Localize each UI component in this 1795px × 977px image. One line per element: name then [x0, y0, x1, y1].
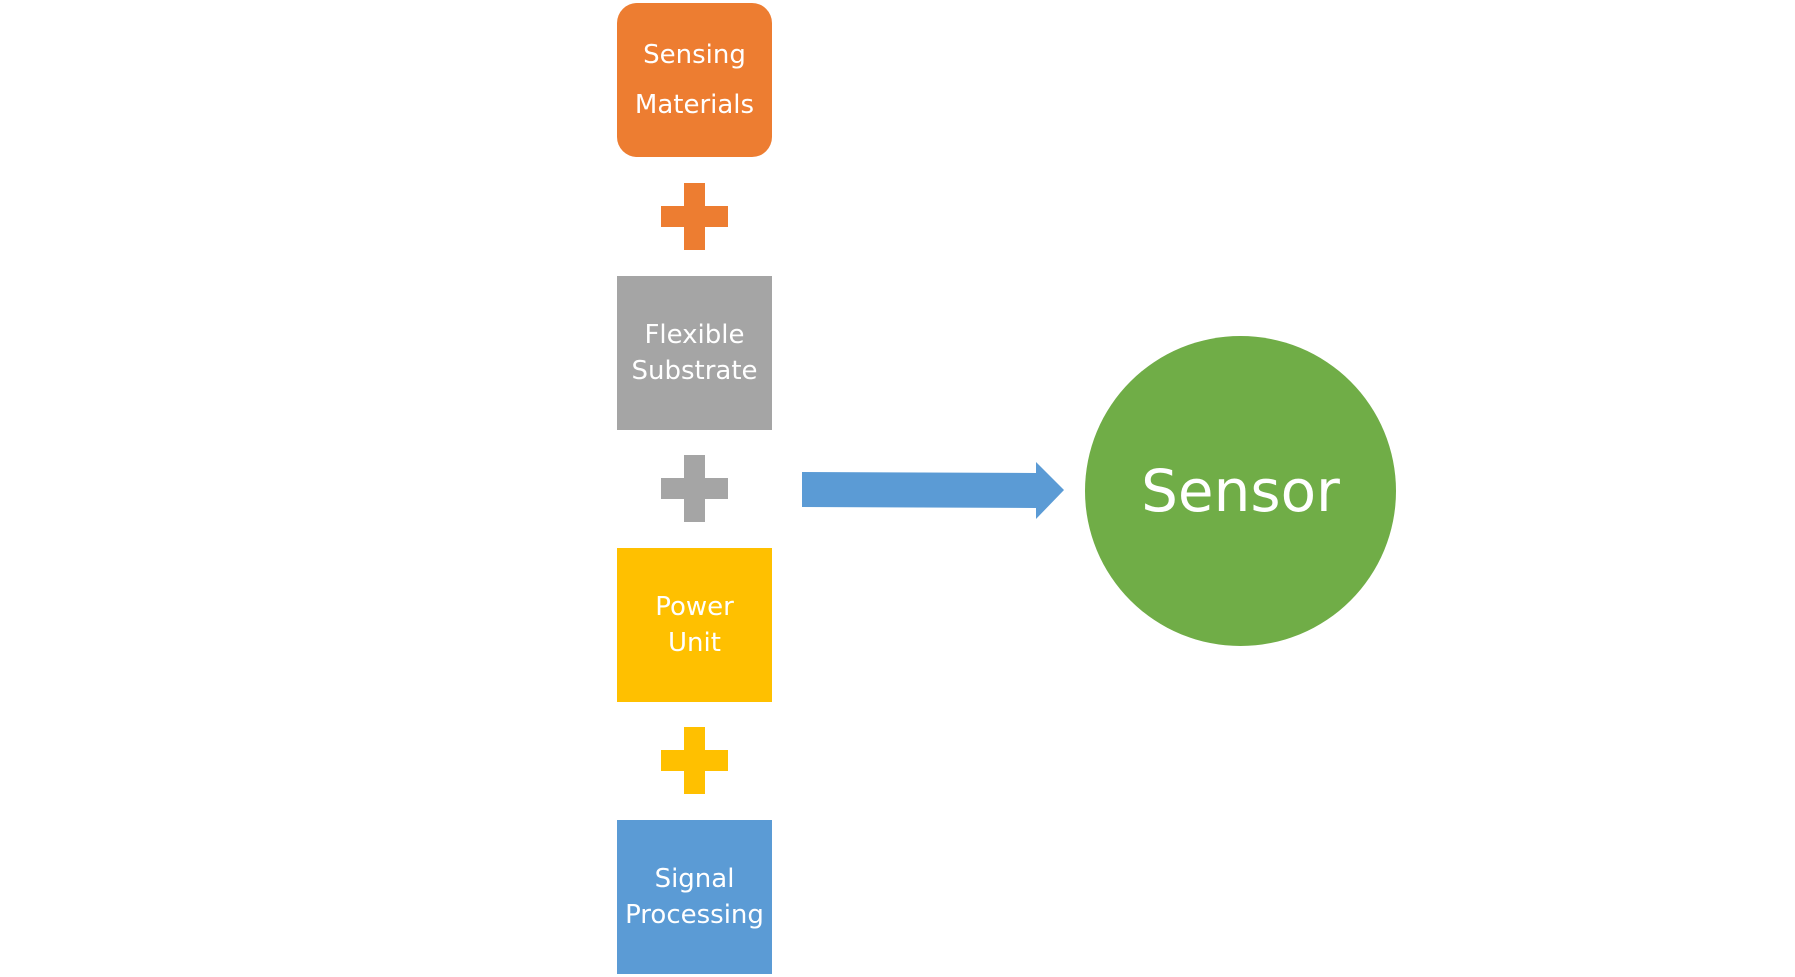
component-label-line: Power [655, 592, 734, 622]
result-sensor-label: Sensor [1141, 457, 1340, 525]
component-flexible-substrate: Flexible Substrate [617, 276, 772, 430]
right-arrow-icon [802, 462, 1064, 519]
component-label-line: Materials [634, 90, 755, 120]
arrow-shape [802, 462, 1064, 519]
plus-icon [661, 727, 728, 794]
plus-icon [661, 455, 728, 522]
plus-icon [661, 183, 728, 250]
component-label-line: Substrate [631, 356, 758, 386]
component-sensing-materials: Sensing Materials [617, 3, 772, 157]
component-label-line: Processing [625, 900, 764, 930]
component-power-unit: Power Unit [617, 548, 772, 702]
component-label-line: Unit [668, 628, 721, 658]
component-label-line: Sensing [643, 40, 746, 70]
result-sensor-circle: Sensor [1085, 336, 1396, 646]
component-label-line: Signal [654, 864, 735, 894]
component-signal-processing: Signal Processing [617, 820, 772, 974]
component-label-line: Flexible [644, 320, 745, 350]
